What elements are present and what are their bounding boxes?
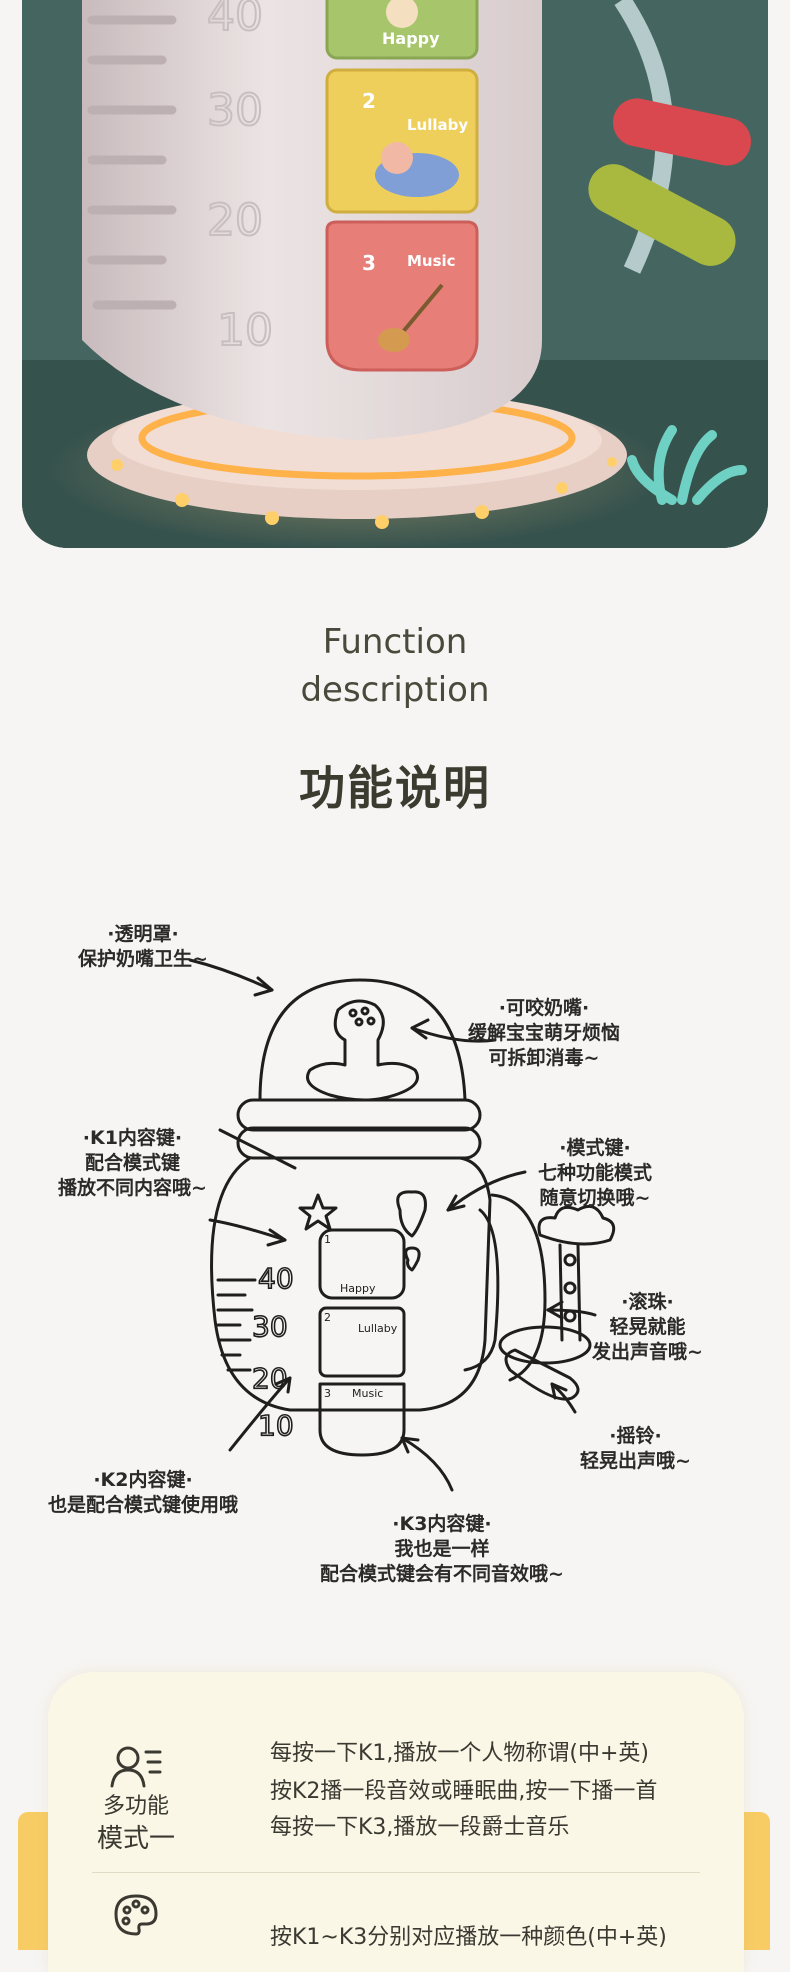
palette-icon bbox=[114, 1894, 158, 1936]
function-diagram: 40 30 20 10 1 Happy 2 Lullaby 3 Music ·透… bbox=[40, 900, 750, 1600]
callout-beads: ·滚珠· 轻晃就能 发出声音哦~ bbox=[592, 1291, 703, 1363]
diagram-button-number-2: 2 bbox=[324, 1311, 331, 1324]
hero-button-3-label: Music bbox=[407, 252, 456, 270]
section-title-cn: 功能说明 bbox=[299, 761, 491, 815]
section-title-en-line1: Function bbox=[322, 622, 468, 662]
mode-2-title bbox=[48, 1892, 224, 1938]
section-title-en: Function description bbox=[0, 618, 790, 714]
callout-k2: ·K2内容键· 也是配合模式键使用哦 bbox=[48, 1469, 239, 1516]
diagram-button-label-1: Happy bbox=[340, 1282, 376, 1295]
diagram-button-label-3: Music bbox=[352, 1387, 383, 1400]
mode-1-line-1: 每按一下K1,播放一个人物称谓(中+英) bbox=[270, 1741, 650, 1766]
mode-1-title: 多功能 模式一 bbox=[48, 1742, 224, 1856]
hero-ruler-mark-30: 30 bbox=[207, 85, 263, 136]
section-title-en-line2: description bbox=[300, 670, 490, 710]
callout-mode-key: ·模式键· 七种功能模式 随意切换哦~ bbox=[538, 1137, 653, 1209]
mode-divider bbox=[92, 1872, 700, 1873]
product-photo: 40 30 20 10 Happy 2 Lullaby 3 Music bbox=[22, 0, 768, 548]
hero-button-2-number: 2 bbox=[362, 89, 376, 113]
diagram-scale-30: 30 bbox=[252, 1310, 288, 1343]
hero-button-2-label: Lullaby bbox=[407, 116, 468, 134]
modes-card bbox=[48, 1672, 744, 1972]
diagram-scale-10: 10 bbox=[258, 1409, 294, 1442]
hero-button-1-label: Happy bbox=[382, 29, 440, 48]
diagram-button-label-2: Lullaby bbox=[358, 1322, 398, 1335]
callout-k1: ·K1内容键· 配合模式键 播放不同内容哦~ bbox=[58, 1127, 207, 1199]
bottle-line-drawing: 40 30 20 10 1 Happy 2 Lullaby 3 Music bbox=[188, 958, 616, 1492]
callout-k3: ·K3内容键· 我也是一样 配合模式键会有不同音效哦~ bbox=[320, 1513, 564, 1585]
diagram-scale-20: 20 bbox=[252, 1362, 288, 1395]
callout-nipple: ·可咬奶嘴· 缓解宝宝萌牙烦恼 可拆卸消毒~ bbox=[468, 997, 621, 1069]
product-illustration: 40 30 20 10 Happy 2 Lullaby 3 Music bbox=[22, 0, 768, 548]
user-list-icon bbox=[110, 1746, 162, 1788]
callout-cover: ·透明罩· 保护奶嘴卫生~ bbox=[78, 923, 208, 970]
mode-2-line-1: 按K1~K3分别对应播放一种颜色(中+英) bbox=[270, 1925, 667, 1950]
diagram-scale-40: 40 bbox=[258, 1262, 294, 1295]
hero-ruler-mark-40: 40 bbox=[207, 0, 263, 41]
diagram-button-number-1: 1 bbox=[324, 1233, 331, 1246]
hero-ruler-mark-10: 10 bbox=[217, 305, 273, 356]
mode-1-line-2: 按K2播一段音效或睡眠曲,按一下播一首 bbox=[270, 1779, 658, 1804]
callout-rattle: ·摇铃· 轻晃出声哦~ bbox=[580, 1425, 691, 1472]
hero-button-3-number: 3 bbox=[362, 251, 376, 275]
mode-1-line-3: 每按一下K3,播放一段爵士音乐 bbox=[270, 1815, 570, 1840]
hero-ruler-mark-20: 20 bbox=[207, 195, 263, 246]
diagram-button-number-3: 3 bbox=[324, 1387, 331, 1400]
